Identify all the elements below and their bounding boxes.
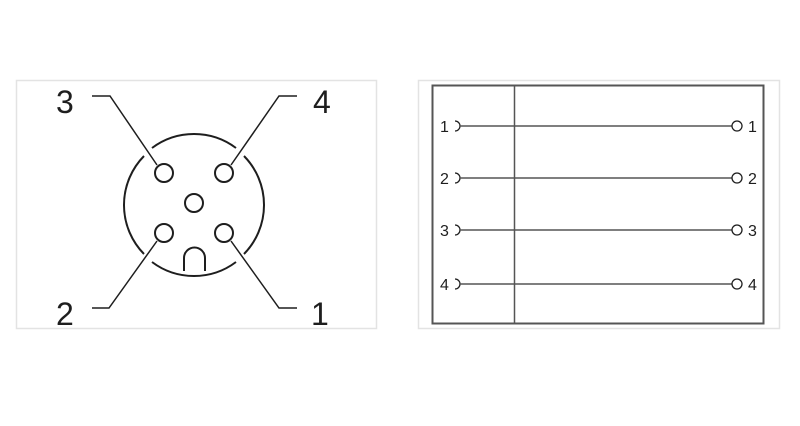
pin-2 — [154, 223, 174, 243]
pin-1 — [214, 223, 234, 243]
pin-3 — [154, 163, 174, 183]
pin-label-1: 1 — [311, 296, 329, 332]
right-label: 4 — [748, 277, 757, 294]
left-label: 4 — [440, 277, 449, 294]
coding-key — [183, 246, 206, 271]
pin-label-4: 4 — [313, 84, 331, 120]
pin-label-2: 2 — [56, 296, 74, 332]
wiring-schematic-diagram: 1 1 2 2 3 3 4 4 — [417, 79, 781, 330]
leader-pin-3 — [92, 95, 158, 166]
pin-terminal-icon — [731, 120, 743, 132]
leader-pin-1 — [230, 240, 297, 309]
leader-pin-2 — [92, 240, 158, 309]
schematic-box — [431, 84, 765, 325]
connector-pinout-panel: 3 4 2 1 — [0, 0, 400, 421]
left-label: 2 — [440, 171, 449, 188]
pinout-frame — [15, 79, 378, 330]
connector-body — [122, 133, 266, 277]
left-label: 1 — [440, 119, 449, 136]
right-label: 1 — [748, 119, 757, 136]
wire-row: 1 1 — [440, 119, 757, 136]
socket-icon — [454, 278, 461, 290]
schematic-frame — [417, 79, 781, 330]
right-label: 2 — [748, 171, 757, 188]
wire-row: 3 3 — [440, 223, 757, 240]
pin-center — [184, 193, 204, 213]
socket-icon — [454, 172, 461, 184]
pin-terminal-icon — [731, 172, 743, 184]
pin-terminal-icon — [731, 278, 743, 290]
wiring-schematic-panel: 1 1 2 2 3 3 4 4 — [400, 0, 800, 421]
leader-pin-4 — [230, 95, 297, 166]
left-label: 3 — [440, 223, 449, 240]
right-label: 3 — [748, 223, 757, 240]
pin-label-3: 3 — [56, 84, 74, 120]
wire-row: 2 2 — [440, 171, 757, 188]
pin-terminal-icon — [731, 224, 743, 236]
wire-row: 4 4 — [440, 277, 757, 294]
connector-pinout-diagram: 3 4 2 1 — [15, 79, 378, 332]
socket-icon — [454, 120, 461, 132]
pin-4 — [214, 163, 234, 183]
socket-icon — [454, 224, 461, 236]
